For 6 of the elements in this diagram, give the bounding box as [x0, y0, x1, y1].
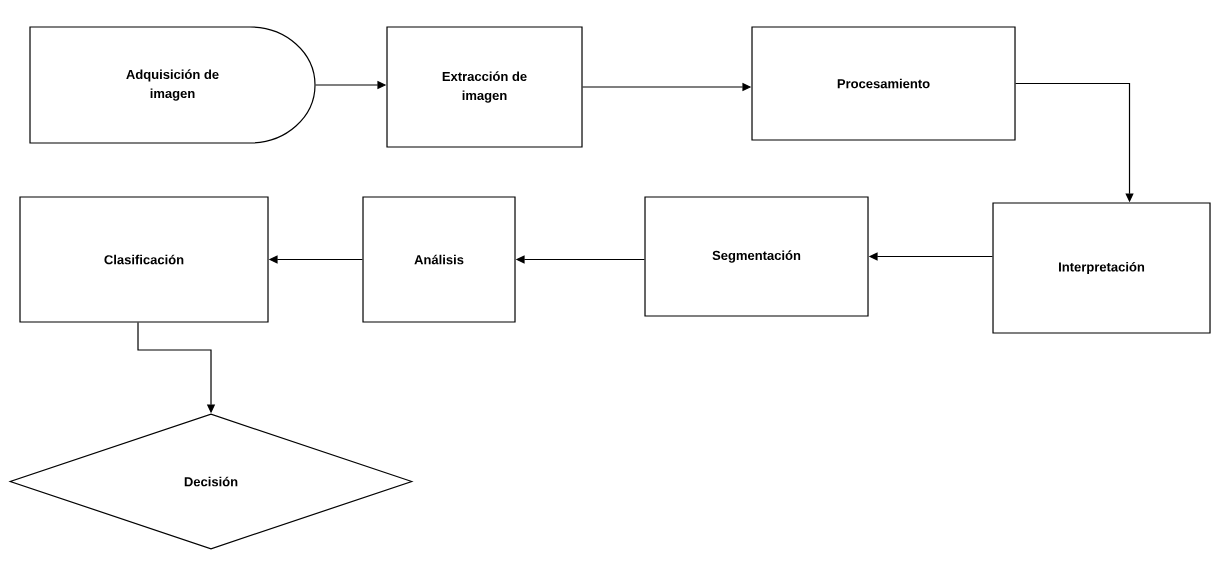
process-box: Procesamiento: [751, 26, 1016, 141]
process-box: Interpretación: [992, 202, 1211, 334]
process-box: Segmentación: [644, 196, 869, 317]
process-box: Clasificación: [19, 196, 269, 323]
process-box: Extracción de imagen: [386, 26, 583, 148]
process-box: Análisis: [362, 196, 516, 323]
